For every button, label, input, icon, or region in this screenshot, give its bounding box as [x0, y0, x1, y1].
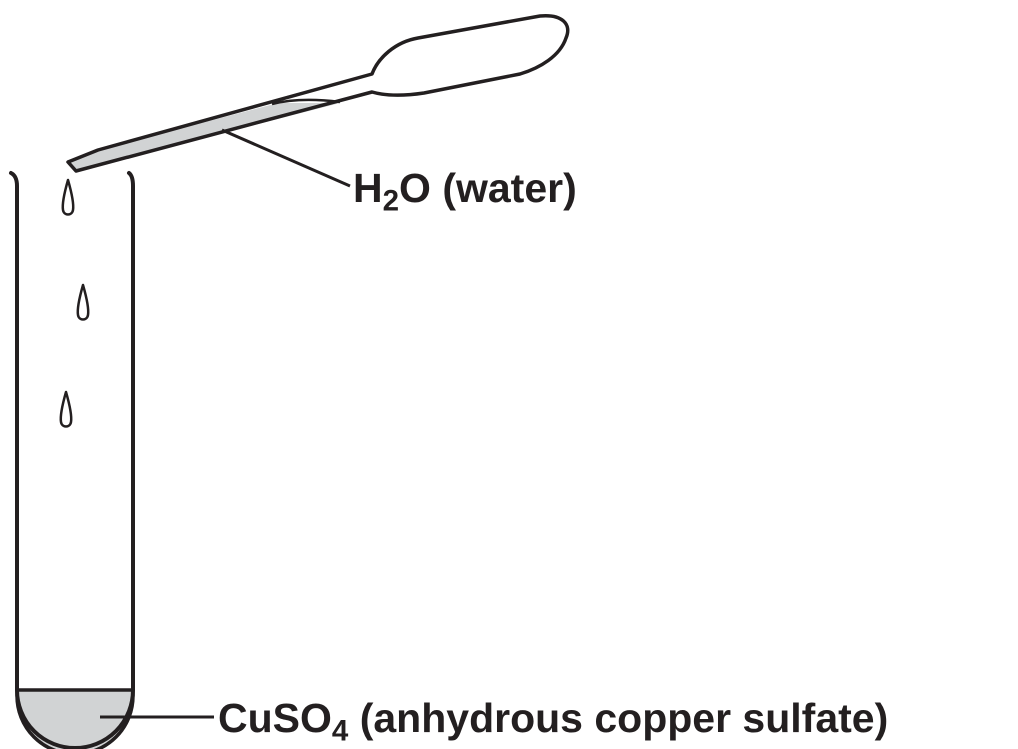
- water-label-suffix: O (water): [399, 165, 577, 211]
- test-tube: [9, 171, 135, 749]
- water-label: H2O (water): [353, 165, 577, 216]
- pipette-water-level: [271, 98, 341, 106]
- copper-sulfate-label: CuSO4 (anhydrous copper sulfate): [218, 695, 889, 746]
- water-drop-2: [76, 283, 90, 321]
- copper-sulfate-powder: [15, 688, 135, 749]
- copper-sulfate-label-suffix: (anhydrous copper sulfate): [348, 695, 889, 741]
- water-drop-3: [59, 390, 73, 428]
- copper-sulfate-label-subscript: 4: [331, 714, 349, 748]
- water-label-prefix: H: [353, 165, 383, 211]
- water-leader-line: [221, 128, 351, 188]
- water-label-subscript: 2: [382, 184, 400, 218]
- copper-sulfate-label-prefix: CuSO: [218, 695, 332, 741]
- pipette: [66, 14, 570, 173]
- water-drop-1: [61, 178, 75, 216]
